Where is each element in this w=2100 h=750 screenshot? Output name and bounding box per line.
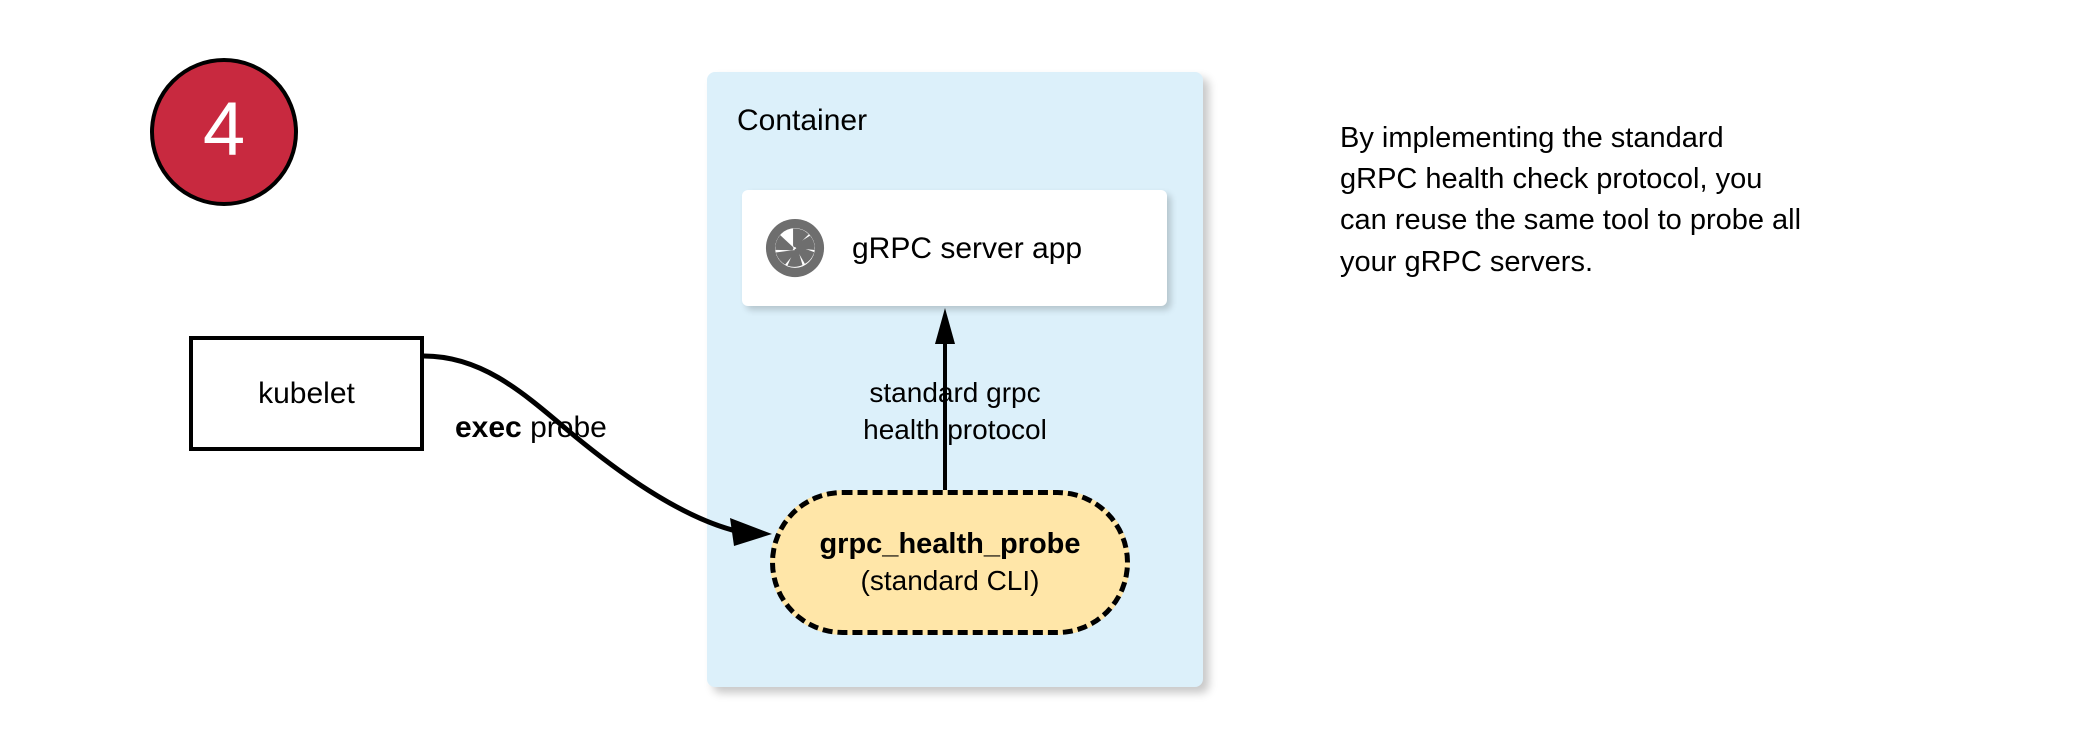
grpc-health-probe-capsule: grpc_health_probe (standard CLI)	[770, 490, 1130, 635]
exec-probe-label-rest: probe	[521, 411, 607, 444]
kubelet-box: kubelet	[189, 336, 424, 451]
exec-probe-label: exec probe	[455, 411, 607, 444]
step-number-badge: 4	[150, 58, 298, 206]
step-number-label: 4	[202, 87, 246, 172]
explanation-note-line3: can reuse the same tool to probe all	[1340, 204, 1802, 237]
explanation-note-line2: gRPC health check protocol, you	[1340, 163, 1763, 196]
container-title: Container	[737, 104, 868, 137]
grpc-server-app-card: gRPC server app	[742, 190, 1167, 306]
kubelet-label: kubelet	[258, 377, 355, 410]
grpc-health-probe-name: grpc_health_probe	[819, 528, 1081, 561]
exec-probe-label-bold: exec	[455, 411, 522, 444]
explanation-note-line4: your gRPC servers.	[1340, 245, 1594, 278]
explanation-note: By implementing the standard gRPC health…	[1340, 118, 1920, 283]
grpc-server-app-label: gRPC server app	[852, 231, 1083, 265]
grpc-health-probe-subtitle: (standard CLI)	[860, 565, 1040, 597]
standard-grpc-health-protocol-arrow	[935, 308, 955, 502]
explanation-note-line1: By implementing the standard	[1340, 122, 1724, 154]
grpc-aperture-icon	[765, 218, 825, 278]
exec-probe-arrow	[421, 353, 772, 546]
